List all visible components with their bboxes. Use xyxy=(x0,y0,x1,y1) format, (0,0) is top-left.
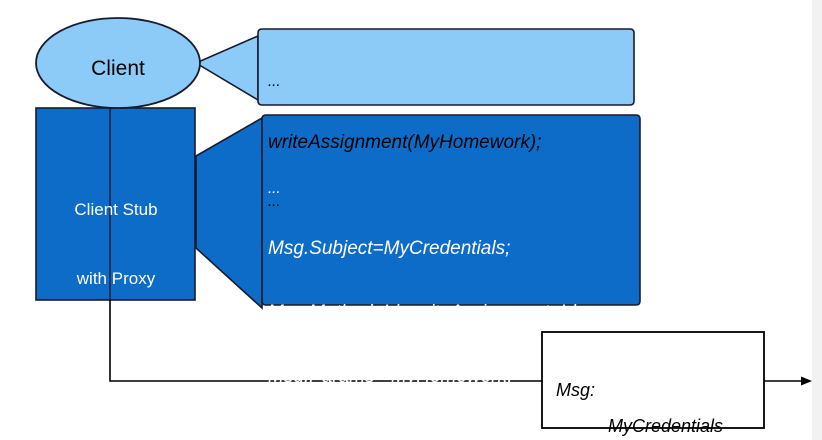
client-ellipse xyxy=(35,17,201,109)
message-box xyxy=(541,331,765,429)
stub-code-callout-body xyxy=(261,114,641,306)
message-outgoing-arrow-head xyxy=(801,376,812,386)
right-edge-strip xyxy=(812,0,822,440)
client-stub-box xyxy=(35,107,196,301)
stub-to-message-connector xyxy=(109,300,542,382)
stub-code-callout-tail xyxy=(195,116,263,310)
application-code-callout-tail xyxy=(194,34,259,102)
application-code-callout-body xyxy=(257,28,635,106)
